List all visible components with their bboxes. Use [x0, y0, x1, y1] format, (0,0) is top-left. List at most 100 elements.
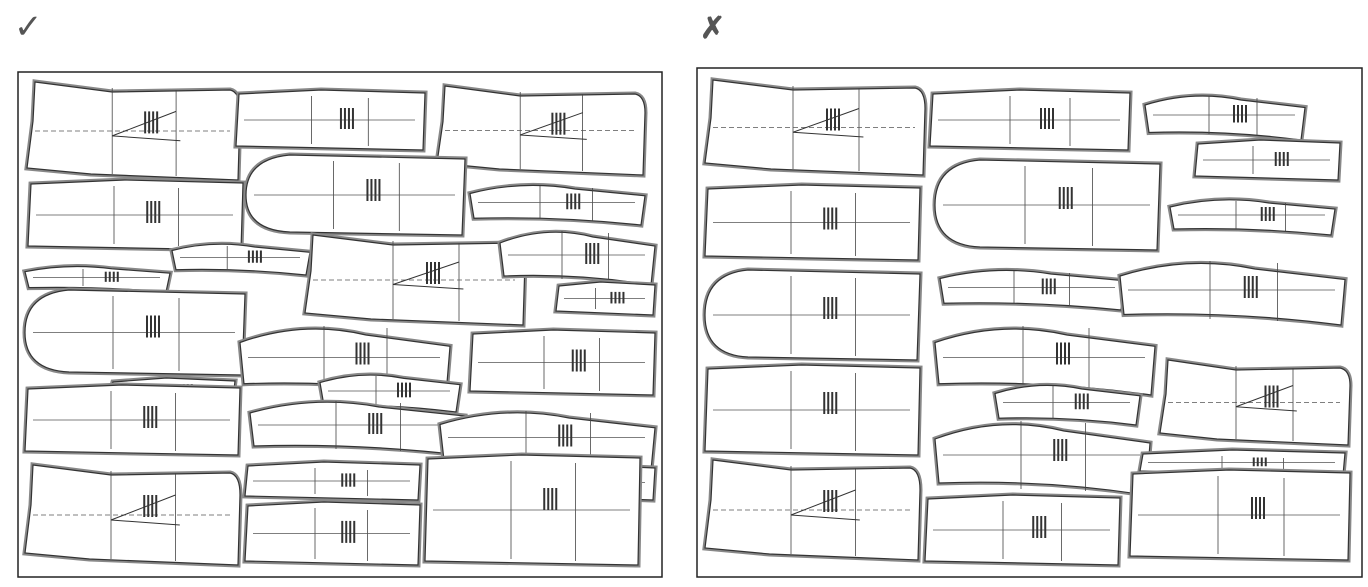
piece-label-mark — [1272, 385, 1275, 408]
piece-label-mark — [1264, 457, 1267, 467]
piece-label-mark — [823, 297, 826, 319]
pattern-piece — [467, 182, 648, 228]
piece-label-mark — [1068, 342, 1070, 365]
pattern-piece — [22, 462, 243, 568]
piece-label-mark — [1255, 497, 1257, 519]
piece-label-mark — [148, 111, 151, 134]
pattern-piece — [1137, 447, 1348, 478]
piece-label-mark — [355, 342, 358, 365]
piece-label-mark — [831, 297, 834, 319]
piece-label-mark — [823, 490, 826, 512]
pattern-piece — [702, 182, 923, 263]
piece-label-mark — [1058, 187, 1061, 209]
piece-label-mark — [570, 193, 573, 210]
piece-label-mark — [1048, 108, 1050, 129]
piece-label-mark — [827, 490, 830, 512]
piece-label-mark — [597, 243, 600, 264]
pattern-piece — [242, 459, 423, 503]
piece-label-mark — [143, 495, 146, 517]
piece-label-mark — [154, 315, 156, 338]
piece-label-mark — [1078, 393, 1081, 410]
piece-label-mark — [570, 424, 573, 447]
piece-label-mark — [349, 473, 352, 487]
pattern-piece — [25, 177, 246, 253]
piece-label-mark — [1044, 108, 1046, 129]
good-layout-frame — [17, 71, 663, 578]
piece-label-mark — [1274, 152, 1277, 166]
piece-label-mark — [1065, 439, 1068, 461]
piece-label-mark — [1278, 152, 1281, 166]
piece-label-mark — [1264, 207, 1267, 221]
piece-label-mark — [1259, 497, 1261, 519]
piece-label-mark — [151, 495, 154, 517]
piece-label-mark — [1260, 207, 1263, 221]
piece-label-mark — [1268, 385, 1271, 408]
piece-label-mark — [363, 342, 366, 365]
piece-label-mark — [563, 112, 566, 135]
piece-label-mark — [838, 108, 840, 131]
pattern-piece — [1167, 197, 1338, 238]
piece-label-mark — [551, 488, 554, 510]
piece-label-mark — [823, 207, 826, 230]
piece-label-mark — [562, 424, 565, 447]
piece-label-mark — [143, 406, 146, 428]
piece-label-mark — [830, 108, 832, 131]
pattern-piece — [302, 232, 528, 328]
piece-label-mark — [345, 520, 348, 543]
piece-label-mark — [826, 108, 828, 131]
piece-label-mark — [430, 262, 432, 284]
piece-label-mark — [566, 424, 569, 447]
piece-label-mark — [150, 315, 152, 338]
piece-label-mark — [156, 111, 159, 134]
pattern-piece — [497, 229, 658, 288]
piece-label-mark — [835, 297, 838, 319]
piece-label-mark — [147, 406, 150, 428]
piece-label-mark — [1286, 152, 1289, 166]
pattern-piece — [937, 267, 1128, 313]
piece-label-mark — [372, 413, 375, 434]
piece-label-mark — [1032, 516, 1035, 538]
piece-label-mark — [558, 424, 561, 447]
piece-label-mark — [1251, 497, 1253, 519]
piece-label-mark — [144, 111, 147, 134]
piece-label-mark — [349, 520, 352, 543]
pattern-piece — [702, 77, 928, 178]
pattern-piece — [702, 267, 923, 363]
piece-label-mark — [108, 271, 111, 282]
piece-label-mark — [409, 382, 411, 398]
piece-label-mark — [341, 520, 344, 543]
pattern-piece — [992, 382, 1143, 428]
piece-label-mark — [147, 495, 150, 517]
piece-label-mark — [155, 495, 158, 517]
piece-label-mark — [614, 291, 617, 304]
piece-label-mark — [146, 315, 148, 338]
piece-label-mark — [1233, 105, 1235, 123]
piece-label-mark — [585, 243, 588, 264]
piece-label-mark — [1044, 516, 1047, 538]
piece-label-mark — [831, 392, 834, 414]
piece-label-mark — [154, 201, 157, 223]
piece-label-mark — [255, 250, 258, 263]
piece-label-mark — [374, 179, 377, 201]
piece-label-mark — [146, 201, 149, 223]
pattern-piece — [1192, 137, 1343, 183]
piece-label-mark — [1041, 278, 1044, 295]
piece-label-mark — [378, 179, 381, 201]
piece-label-mark — [1241, 105, 1243, 123]
pattern-piece — [434, 83, 648, 178]
piece-label-mark — [835, 207, 838, 230]
piece-label-mark — [571, 349, 574, 372]
pattern-piece — [24, 79, 243, 183]
piece-label-mark — [551, 112, 554, 135]
piece-label-mark — [1251, 276, 1254, 298]
piece-label-mark — [251, 250, 254, 263]
piece-label-mark — [1247, 276, 1250, 298]
piece-label-mark — [158, 315, 160, 338]
piece-label-mark — [831, 490, 834, 512]
piece-label-mark — [104, 271, 107, 282]
piece-label-mark — [555, 488, 558, 510]
pattern-piece — [22, 287, 248, 378]
piece-label-mark — [1053, 278, 1056, 295]
piece-label-mark — [339, 108, 342, 129]
piece-label-mark — [823, 392, 826, 414]
